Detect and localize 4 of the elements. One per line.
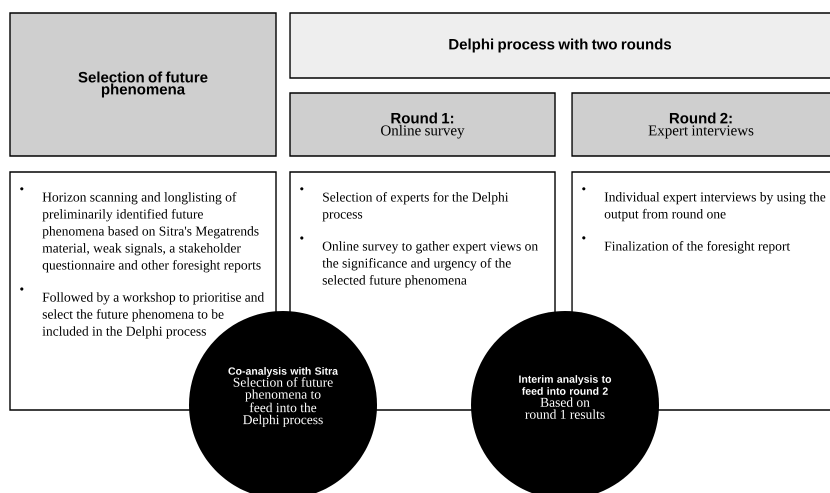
round-header-box: Round 2: Expert interviews xyxy=(571,92,830,157)
phase-header-box: Selection of future phenomena xyxy=(9,12,277,157)
round-header-box: Round 1: Online survey xyxy=(289,92,556,157)
phase-header-box: Delphi process with two rounds xyxy=(289,12,830,79)
